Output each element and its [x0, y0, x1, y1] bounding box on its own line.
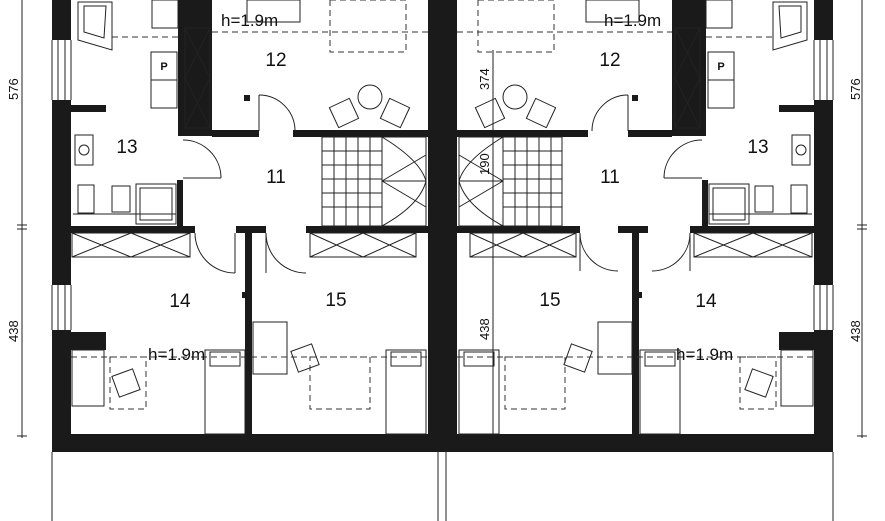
dim-center-190: 190	[477, 153, 492, 175]
staircase-left	[321, 136, 427, 227]
room-13-left-label: 13	[116, 137, 137, 158]
room-14-right-label: 14	[695, 291, 717, 312]
dim-center-438: 438	[477, 318, 492, 340]
height-label-bottom-left: h=1.9m	[148, 345, 205, 364]
height-label-bottom-right: h=1.9m	[676, 345, 733, 364]
room-15-left-label: 15	[325, 290, 346, 311]
furniture	[71, 0, 814, 435]
ground-outline	[51, 452, 834, 521]
room-12-right-label: 12	[599, 50, 620, 71]
roof-line-dashes	[71, 0, 814, 410]
room-13-right-label: 13	[747, 137, 768, 158]
walls	[51, 0, 834, 452]
room-14-left-label: 14	[169, 291, 191, 312]
dim-right-lower: 438	[848, 320, 863, 342]
dim-right-upper: 576	[848, 78, 863, 100]
staircase-right	[458, 136, 563, 227]
dim-center-374: 374	[477, 68, 492, 90]
room-12-left-label: 12	[265, 50, 286, 71]
height-label-top-right: h=1.9m	[604, 11, 661, 30]
room-11-left-label: 11	[266, 167, 286, 188]
height-label-top-left: h=1.9m	[221, 11, 278, 30]
p-fixture-left-label: P	[160, 61, 167, 73]
doors	[182, 94, 703, 274]
wardrobes	[71, 27, 813, 258]
p-fixture-right-label: P	[717, 61, 724, 73]
dim-left-lower: 438	[6, 320, 21, 342]
room-11-right-label: 11	[600, 167, 620, 188]
dimension-lines	[17, 0, 867, 438]
bath-fixtures-right	[707, 1, 812, 225]
bath-fixtures-left	[73, 1, 178, 225]
room-15-right-label: 15	[539, 290, 560, 311]
dim-left-upper: 576	[6, 78, 21, 100]
